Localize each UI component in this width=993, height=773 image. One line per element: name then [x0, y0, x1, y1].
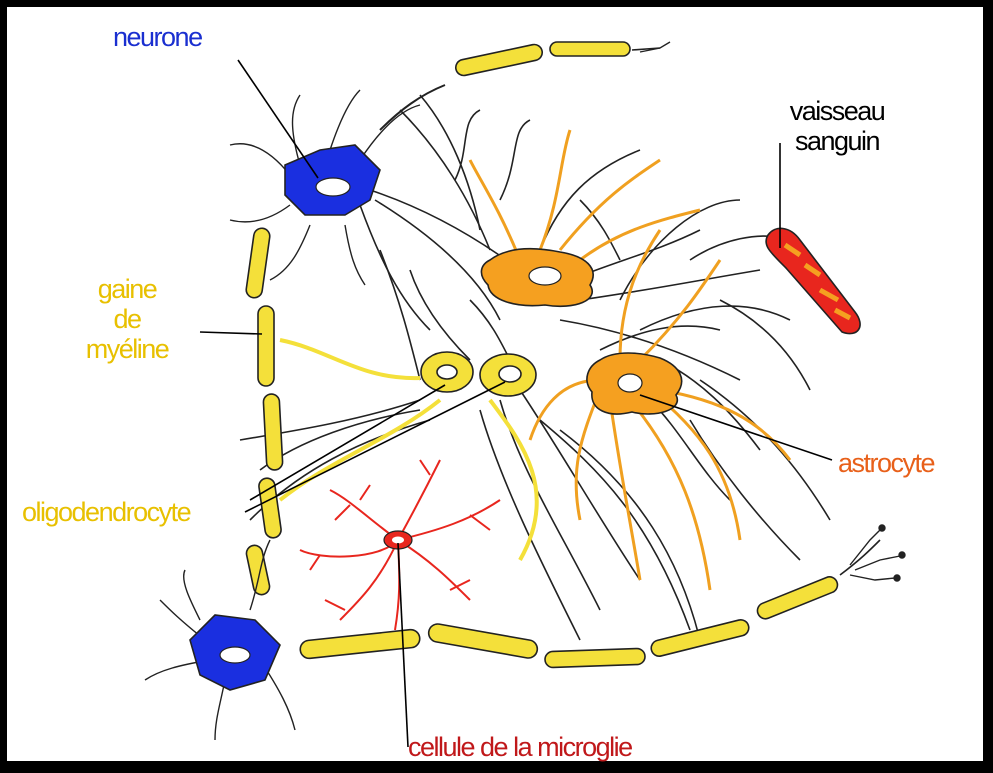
microglia-cell: [300, 460, 500, 630]
oligodendrocyte-label: oligodendrocyte: [22, 497, 190, 527]
myelin-sheath-label-line1: gaine: [62, 274, 192, 304]
astrocyte-label: astrocyte: [838, 448, 934, 478]
blood-vessel-label: vaisseau sanguin: [772, 96, 902, 156]
myelin-sheath-label: gaine de myéline: [62, 274, 192, 364]
blood-vessel-label-line2: sanguin: [772, 126, 902, 156]
blood-vessel-label-line1: vaisseau: [772, 96, 902, 126]
myelin-sheath-label-line2: de: [62, 304, 192, 334]
oligodendrocyte-cells: [280, 340, 537, 560]
myelin-sheath-label-line3: myéline: [62, 334, 192, 364]
microglia-label: cellule de la microglie: [408, 732, 632, 762]
neurone-label: neurone: [113, 22, 202, 52]
